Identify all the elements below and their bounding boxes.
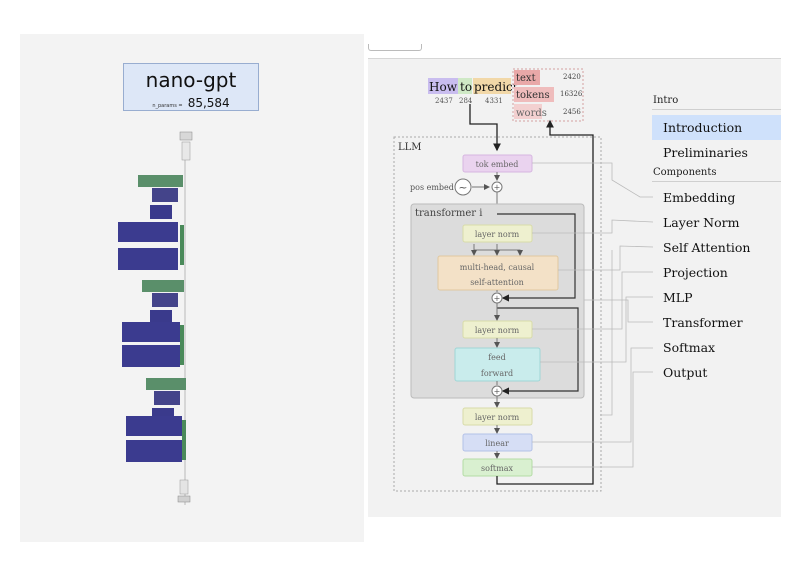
plus-icon-embed: +	[494, 183, 501, 192]
layer-norm-1-block[interactable]	[462, 224, 533, 243]
pos-embed-label: pos embed	[410, 183, 454, 192]
legend-words-count: 2456	[563, 108, 581, 116]
model-title: nano-gpt	[145, 68, 237, 92]
nav-item-embedding[interactable]: Embedding	[663, 190, 736, 205]
self-attention-block[interactable]	[437, 255, 559, 291]
legend-tokens-swatch	[514, 87, 554, 102]
nav-item-softmax[interactable]: Softmax	[663, 340, 716, 355]
token-predict[interactable]: predict	[474, 80, 518, 94]
layer-norm-1-label: layer norm	[475, 230, 520, 239]
top-tab-handle[interactable]	[368, 44, 422, 51]
llm-box	[393, 136, 602, 492]
nav-item-preliminaries[interactable]: Preliminaries	[663, 145, 748, 160]
transformer-block-3	[126, 378, 186, 462]
tilde-icon: ~	[458, 181, 467, 194]
components-header: Components	[653, 167, 717, 178]
transformer-label: transformer i	[415, 208, 482, 219]
output-arrow	[496, 119, 594, 485]
legend-text-label[interactable]: text	[516, 73, 536, 84]
legend-tokens-label[interactable]: tokens	[516, 90, 550, 101]
plus-icon-attention: +	[494, 294, 501, 303]
token-predict-bg	[473, 78, 511, 94]
transformer-block-2	[122, 280, 184, 367]
model-title-card: nano-gpt n_params = 85,584	[123, 63, 259, 111]
legend-text-swatch	[514, 70, 540, 85]
attention-label-2: self-attention	[470, 278, 524, 287]
nav-item-introduction[interactable]: Introduction	[652, 115, 781, 140]
layer-norm-3-label: layer norm	[475, 413, 520, 422]
token-how-bg	[428, 78, 458, 94]
section-nav: Intro Introduction Preliminaries Compone…	[652, 95, 781, 385]
intro-header: Intro	[653, 95, 679, 106]
input-arrow	[469, 104, 501, 152]
legend-tokens-count: 16326	[560, 90, 583, 98]
params-value: 85,584	[187, 96, 230, 110]
linear-label: linear	[485, 439, 509, 448]
legend-words-swatch	[514, 104, 542, 119]
model-3d-visualization[interactable]	[100, 130, 210, 510]
nav-item-mlp[interactable]: MLP	[663, 290, 693, 305]
feed-forward-label-2: forward	[481, 369, 513, 378]
tok-embed-label: tok embed	[476, 160, 519, 169]
nav-item-transformer[interactable]: Transformer	[663, 315, 743, 330]
token-to[interactable]: to	[460, 80, 472, 94]
nav-item-projection[interactable]: Projection	[663, 265, 728, 280]
token-how[interactable]: How	[429, 80, 458, 94]
nav-item-layer-norm[interactable]: Layer Norm	[663, 215, 740, 230]
divider	[652, 181, 781, 182]
llm-label: LLM	[398, 142, 422, 153]
plus-icon-ff: +	[494, 387, 501, 396]
nav-item-output[interactable]: Output	[663, 365, 708, 380]
pos-embed-circle[interactable]	[454, 178, 472, 196]
divider	[652, 109, 781, 110]
nav-item-self-attention[interactable]: Self Attention	[663, 240, 751, 255]
token-id-to: 284	[459, 97, 473, 105]
transformer-block-1	[118, 175, 184, 270]
token-to-bg	[458, 78, 472, 94]
layer-norm-2-label: layer norm	[475, 326, 520, 335]
softmax-label: softmax	[481, 464, 513, 473]
legend-words-label[interactable]: words	[516, 108, 547, 119]
token-id-predict: 4331	[485, 97, 503, 105]
feed-forward-label-1: feed	[488, 353, 506, 362]
nav-connectors	[532, 162, 654, 468]
legend-text-count: 2420	[563, 73, 581, 81]
params-label: n_params =	[152, 103, 183, 109]
token-id-how: 2437	[435, 97, 453, 105]
model-view-panel[interactable]	[20, 34, 364, 542]
attention-label-1: multi-head, causal	[460, 263, 535, 272]
